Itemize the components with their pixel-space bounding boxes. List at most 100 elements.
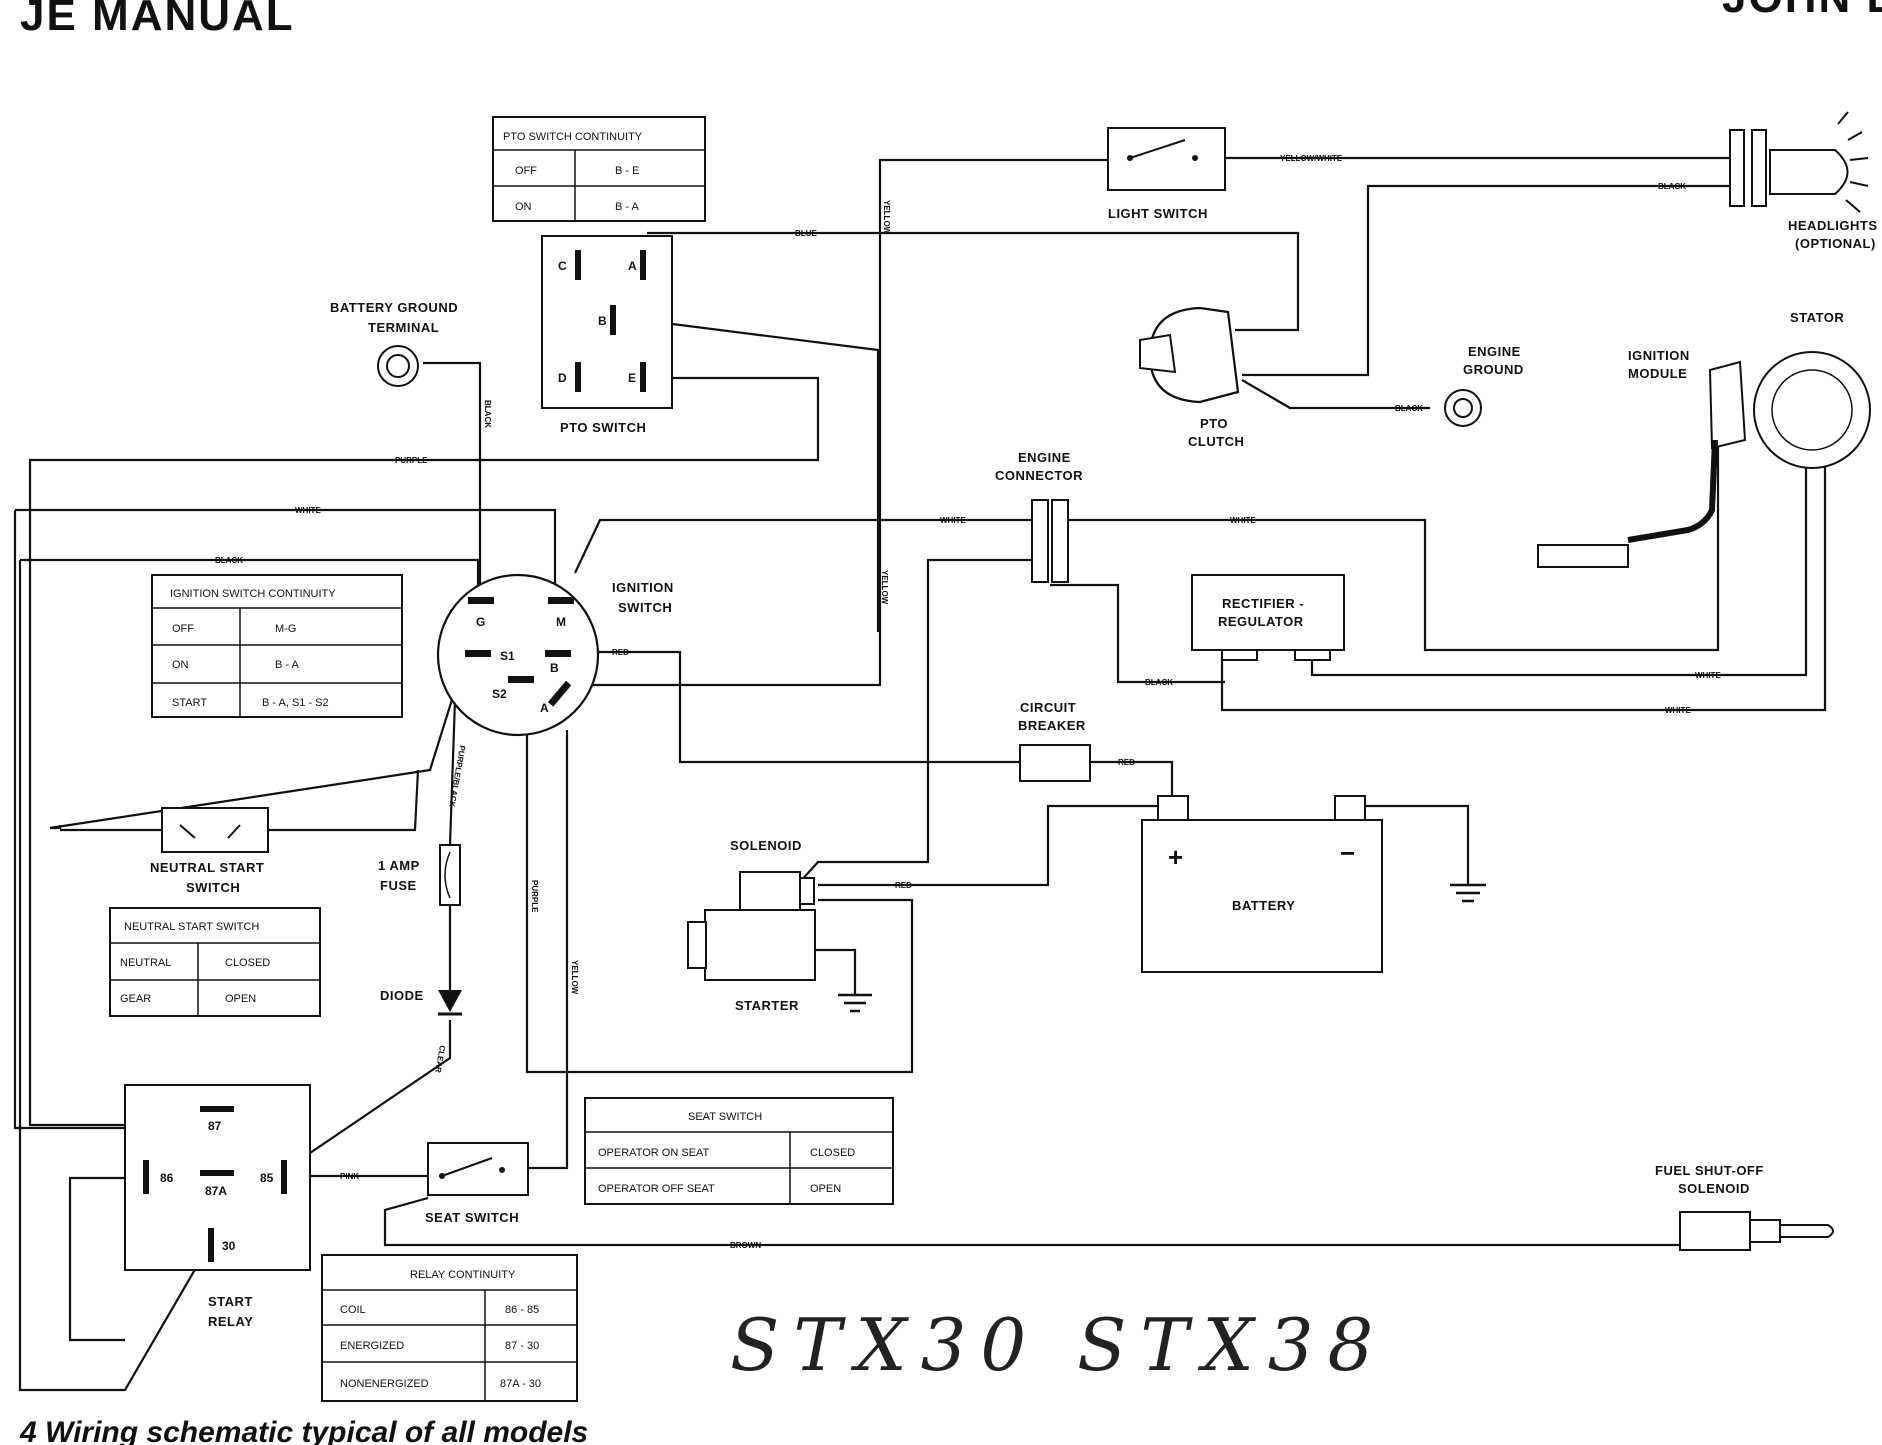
wire-label: YELLOW [880,570,889,605]
table-cell: OPEN [225,993,256,1005]
neutral-start-switch: NEUTRAL START SWITCH [150,807,269,895]
label-line: FUEL SHUT-OFF [1655,1163,1764,1178]
wire-label: BLACK [1658,182,1686,191]
battery: + − BATTERY [1141,795,1383,973]
table-cell: NEUTRAL [120,957,171,969]
wire-label: BLACK [1395,404,1423,413]
table-cell: ON [172,659,189,671]
wire-label: WHITE [1695,671,1721,680]
label-line: HEADLIGHTS [1788,218,1878,233]
manual-title: JE MANUAL [20,0,295,40]
figure-caption: 4 Wiring schematic typical of all models [19,1416,588,1445]
wire-label: BLUE [795,229,817,238]
manual-brand: JOHN D [1722,0,1882,22]
label-line: RECTIFIER - [1222,596,1304,611]
table-title: SEAT SWITCH [688,1111,762,1123]
wire-label: PINK [340,1172,359,1181]
pin-label: B [550,661,559,675]
table-cell: GEAR [120,993,151,1005]
label-line: IGNITION [1628,348,1690,363]
wire-label: WHITE [1230,516,1256,525]
wire-label: BROWN [730,1241,761,1250]
table-seat-switch: SEAT SWITCH OPERATOR ON SEAT CLOSED OPER… [584,1097,894,1205]
wire-label: WHITE [940,516,966,525]
wire-label: BLACK [483,400,492,428]
wires [13,156,1827,1392]
wire-label: WHITE [1665,706,1691,715]
table-cell: ENERGIZED [340,1340,404,1352]
pin-label: E [628,371,636,385]
stator-label: STATOR [1790,310,1844,325]
table-relay-continuity: RELAY CONTINUITY COIL 86 - 85 ENERGIZED … [321,1254,578,1402]
pin-label: G [476,615,485,629]
label-line: GROUND [1463,362,1524,377]
wire-label: CLEAR [433,1045,447,1074]
wire-label: PURPLE [395,456,428,465]
label-line: TERMINAL [368,320,439,335]
label-line: BREAKER [1018,718,1086,733]
label-line: NEUTRAL START [150,860,264,875]
table-cell: OFF [515,165,537,177]
table-cell: NONENERGIZED [340,1378,429,1390]
rectifier-regulator: RECTIFIER - REGULATOR [1191,574,1345,661]
table-neutral-start: NEUTRAL START SWITCH NEUTRAL CLOSED GEAR… [109,907,321,1017]
table-cell: OFF [172,623,194,635]
label-line: MODULE [1628,366,1687,381]
wire-label: YELLOW [882,200,891,235]
circuit-breaker: CIRCUIT BREAKER [1018,700,1091,782]
label-line: CLUTCH [1188,434,1244,449]
label-line: CONNECTOR [995,468,1083,483]
label-line: PTO [1200,416,1228,431]
pin-label: M [556,615,566,629]
starter-label: STARTER [735,998,799,1013]
table-cell: OPERATOR ON SEAT [598,1147,710,1159]
wire-label: RED [612,648,629,657]
pin-label: C [558,259,567,273]
wire-label: RED [1118,758,1135,767]
wire-label: PURPLE/BLACK [447,745,467,808]
label-line: 1 AMP [378,858,420,873]
ignition-switch: G M S1 B S2 A IGNITION SWITCH [436,573,674,737]
battery-ground-terminal: BATTERY GROUND TERMINAL [330,300,458,387]
label-line: IGNITION [612,580,674,595]
table-cell: 86 - 85 [505,1304,539,1316]
solenoid-starter: SOLENOID STARTER [687,838,872,1013]
table-cell: START [172,697,207,709]
wire-label: PURPLE [530,880,539,913]
wire-labels: YELLOW/WHITE BLACK BLUE BLACK PURPLE WHI… [215,154,1721,1250]
wire-label: RED [895,881,912,890]
seat-switch: SEAT SWITCH [425,1142,529,1225]
table-cell: B - A [615,201,640,213]
label-line: SWITCH [618,600,672,615]
table-cell: COIL [340,1304,366,1316]
table-cell: B - A, S1 - S2 [262,697,329,709]
table-title: PTO SWITCH CONTINUITY [503,131,643,143]
table-cell: 87A - 30 [500,1378,541,1390]
label-line: ENGINE [1468,344,1521,359]
table-ignition-continuity: IGNITION SWITCH CONTINUITY OFF M-G ON B … [151,574,403,718]
table-cell: B - E [615,165,639,177]
label-line: START [208,1294,253,1309]
fuel-shutoff-solenoid: FUEL SHUT-OFF SOLENOID [1655,1163,1834,1251]
label-line: RELAY [208,1314,253,1329]
pto-switch: C A B D E PTO SWITCH [541,235,673,435]
wire-label: BLACK [215,556,243,565]
headlights: HEADLIGHTS (OPTIONAL) [1729,111,1878,251]
wire-label: YELLOW [570,960,579,995]
pin-label: B [598,314,607,328]
table-title: NEUTRAL START SWITCH [124,921,259,933]
table-cell: B - A [275,659,300,671]
table-cell: M-G [275,623,296,635]
diode-icon: DIODE [380,988,462,1016]
table-cell: OPERATOR OFF SEAT [598,1183,715,1195]
pin-label: S2 [492,687,507,701]
pin-label: A [540,701,549,715]
engine-ground: ENGINE GROUND [1444,344,1524,427]
pin-label: 87 [208,1119,222,1133]
table-cell: OPEN [810,1183,841,1195]
battery-positive-sign: + [1168,842,1183,872]
label-line: REGULATOR [1218,614,1304,629]
table-cell: ON [515,201,532,213]
pin-label: A [628,259,637,273]
